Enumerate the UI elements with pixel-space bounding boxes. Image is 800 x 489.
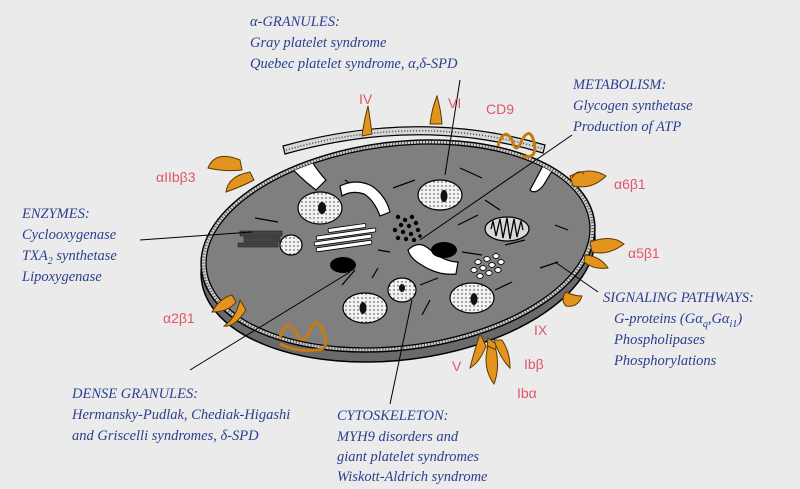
receptor-label-iba: Ibα <box>517 385 537 401</box>
dense-granule <box>330 257 356 273</box>
membrane-shelf <box>282 126 546 155</box>
metabolism-title: METABOLISM: <box>572 77 666 93</box>
enzymes-line2-sub: 2 <box>48 256 53 267</box>
label-alpha-granules: α-GRANULES: Gray platelet syndrome Quebe… <box>250 14 458 72</box>
receptor-label-vi: VI <box>448 95 461 111</box>
metabolism-line1: Glycogen synthetase <box>573 98 693 114</box>
enzymes-line3: Lipoxygenase <box>21 269 102 285</box>
dense-granules-line2: and Griscelli syndromes, δ-SPD <box>72 428 259 444</box>
receptor-label-v: V <box>452 358 462 374</box>
receptor-iba-icon <box>485 345 499 386</box>
cytoplasm-partitions <box>254 167 569 316</box>
receptor-label-aiibb3: αIIbβ3 <box>156 169 196 185</box>
receptor-v-icon <box>469 332 487 370</box>
mitochondrion-icon <box>484 216 530 242</box>
receptor-vi-icon <box>429 94 443 125</box>
signaling-line1-mid: ,Gα <box>708 311 730 327</box>
cytoskeleton-line1: MYH9 disorders and <box>336 429 459 445</box>
receptor-label-ibb: Ibβ <box>524 356 544 372</box>
signaling-line1-a: G-proteins (Gα <box>614 311 703 327</box>
dense-granules-line1: Hermansky-Pudlak, Chediak-Higashi <box>71 407 290 423</box>
cd9-coil-icon <box>496 132 537 159</box>
enzymes-line2: TXA2 synthetase <box>22 248 117 267</box>
receptor-labels: IV VI CD9 αIIbβ3 α6β1 α5β1 α2β1 IX V Ibβ… <box>156 91 660 401</box>
receptor-label-ix: IX <box>534 322 548 338</box>
label-metabolism: METABOLISM: Glycogen synthetase Producti… <box>572 77 693 135</box>
enzymes-title: ENZYMES: <box>21 206 90 222</box>
signaling-title: SIGNALING PATHWAYS: <box>603 290 754 306</box>
vesicle-cluster <box>470 253 505 279</box>
signaling-line2: Phospholipases <box>613 332 705 348</box>
signaling-sub-i1: i1 <box>730 319 738 330</box>
enzymes-line1: Cyclooxygenase <box>22 227 117 243</box>
ocs-tube <box>339 181 391 217</box>
small-granule <box>279 234 303 256</box>
receptor-a6b1-icon <box>569 170 607 188</box>
leader-lines <box>139 79 599 405</box>
platelet-cell <box>200 139 596 363</box>
receptor-a5b1-icon <box>589 238 625 254</box>
signaling-sub-q: q <box>703 319 708 330</box>
signaling-line1-end: ) <box>736 311 742 327</box>
alpha-granules <box>297 179 495 324</box>
dense-granule <box>431 242 457 258</box>
membrane-receptors <box>207 94 625 386</box>
alpha-granule <box>417 179 463 211</box>
cell-organelles <box>237 141 569 324</box>
label-dense-granules: DENSE GRANULES: Hermansky-Pudlak, Chedia… <box>71 386 290 444</box>
receptor-knob-icon <box>562 291 583 307</box>
ocs-tube <box>407 243 459 275</box>
alpha-granules-line1: Gray platelet syndrome <box>250 35 387 51</box>
enzymes-line2-post: synthetase <box>53 248 118 264</box>
receptor-label-a2b1: α2β1 <box>163 310 195 326</box>
alpha-granules-line2: Quebec platelet syndrome, α,δ-SPD <box>250 56 458 72</box>
glycocalyx-texture <box>201 140 595 352</box>
receptor-label-cd9: CD9 <box>486 101 514 117</box>
receptor-ibb-icon <box>493 339 511 370</box>
signaling-line1: G-proteins (Gαq,Gαi1) <box>614 311 742 330</box>
alpha-granule <box>297 191 343 225</box>
dense-granules-title: DENSE GRANULES: <box>71 386 198 402</box>
alpha-granule <box>387 277 417 303</box>
receptor-label-a5b1: α5β1 <box>628 245 660 261</box>
receptor-aiibb3-icon <box>225 171 255 193</box>
microtubule-bundle <box>313 223 377 253</box>
alpha-granule <box>342 292 388 324</box>
membrane-coil-icon <box>278 321 328 352</box>
receptor-a5b1-icon <box>583 254 609 269</box>
receptor-label-a6b1: α6β1 <box>614 176 646 192</box>
receptor-aiibb3-icon <box>207 155 243 172</box>
label-signaling: SIGNALING PATHWAYS: G-proteins (Gαq,Gαi1… <box>603 290 754 369</box>
receptor-iv-icon <box>361 105 373 137</box>
enzymes-line2-pre: TXA <box>22 248 48 264</box>
glycogen-particles <box>392 214 422 243</box>
dense-tubular-system <box>237 230 283 248</box>
label-enzymes: ENZYMES: Cyclooxygenase TXA2 synthetase … <box>21 206 117 285</box>
receptor-label-iv: IV <box>359 91 373 107</box>
cytoskeleton-line3: Wiskott-Aldrich syndrome <box>337 469 488 485</box>
metabolism-line2: Production of ATP <box>572 119 681 135</box>
label-cytoskeleton: CYTOSKELETON: MYH9 disorders and giant p… <box>336 408 488 485</box>
receptor-a2b1-icon <box>211 294 237 313</box>
receptor-a2b1-icon <box>222 298 247 327</box>
cytoskeleton-title: CYTOSKELETON: <box>337 408 448 424</box>
cytoskeleton-line2: giant platelet syndromes <box>337 449 479 465</box>
alpha-granule <box>449 282 495 314</box>
signaling-line3: Phosphorylations <box>613 353 717 369</box>
alpha-granules-title: α-GRANULES: <box>250 14 340 30</box>
